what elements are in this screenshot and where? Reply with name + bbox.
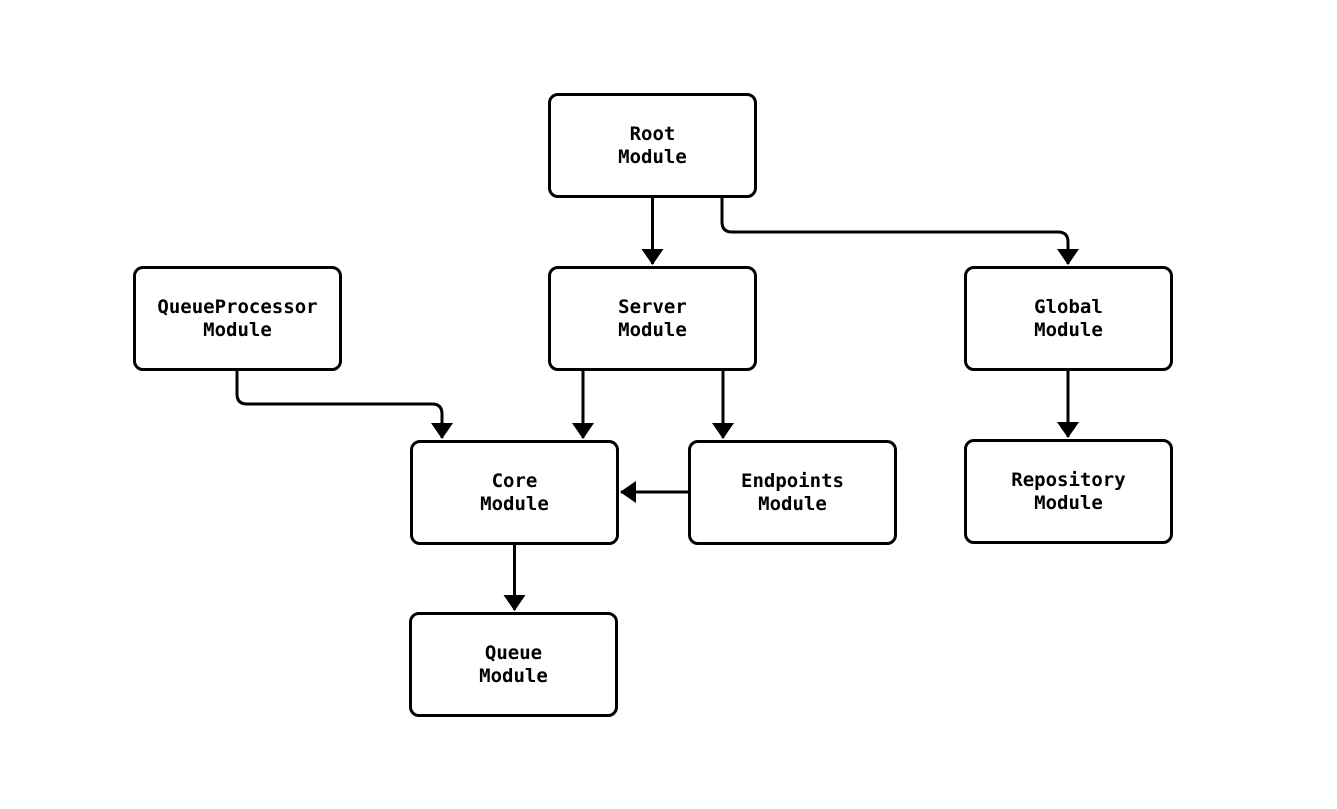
- node-server-module-label: Server Module: [618, 295, 687, 341]
- node-global-module-label: Global Module: [1034, 295, 1103, 341]
- node-queue-module-label: Queue Module: [479, 641, 548, 687]
- node-root-module: Root Module: [548, 93, 757, 198]
- edge-queueprocessor-to-core: [235, 371, 453, 439]
- node-endpoints-module: Endpoints Module: [688, 440, 897, 545]
- node-endpoints-module-label: Endpoints Module: [741, 469, 844, 515]
- node-root-module-label: Root Module: [618, 122, 687, 168]
- node-core-module-label: Core Module: [480, 469, 549, 515]
- node-queue-module: Queue Module: [409, 612, 618, 717]
- node-global-module: Global Module: [964, 266, 1173, 371]
- node-server-module: Server Module: [548, 266, 757, 371]
- node-queueprocessor-module-label: QueueProcessor Module: [157, 295, 318, 341]
- node-repository-module-label: Repository Module: [1011, 468, 1126, 514]
- node-repository-module: Repository Module: [964, 439, 1173, 544]
- node-queueprocessor-module: QueueProcessor Module: [133, 266, 342, 371]
- edge-root-to-global: [720, 198, 1079, 265]
- node-core-module: Core Module: [410, 440, 619, 545]
